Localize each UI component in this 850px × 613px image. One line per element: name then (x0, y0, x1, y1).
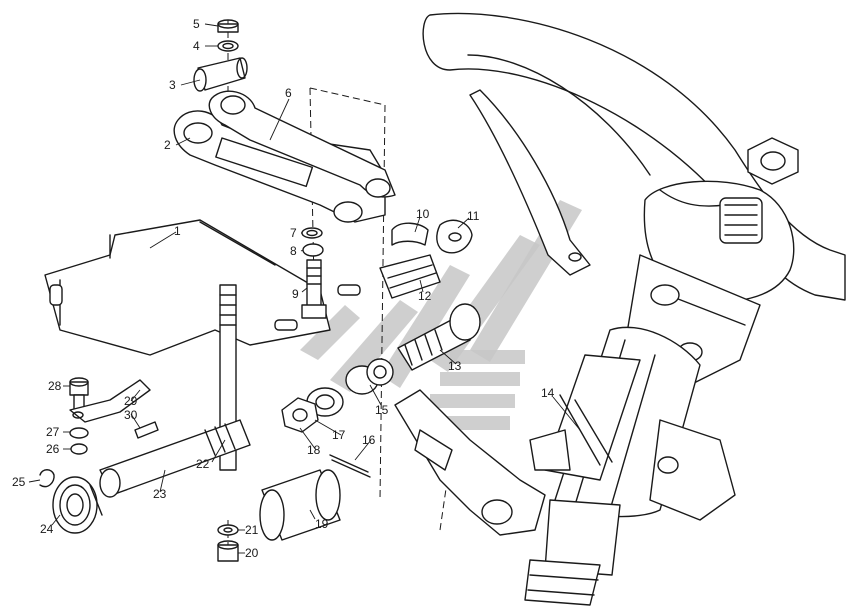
washer-4 (217, 40, 239, 52)
nut-20 (217, 540, 239, 562)
callout-19: 19 (315, 517, 329, 531)
block-12 (379, 254, 441, 299)
bushing-19 (259, 469, 341, 541)
washer-26 (70, 443, 88, 455)
steering-column (524, 254, 761, 606)
bracket-1 (44, 219, 361, 356)
washer-27 (69, 427, 89, 439)
washer-21 (217, 524, 239, 536)
key-30 (134, 421, 159, 439)
bolt-9 (301, 259, 327, 319)
pedal-lever (394, 389, 546, 536)
callout-26: 26 (46, 442, 60, 456)
callout-14: 14 (541, 386, 555, 400)
shaft-23 (99, 419, 251, 498)
pin-3 (193, 57, 248, 92)
callout-30: 30 (124, 408, 138, 422)
callout-labels: 1 2 3 4 5 6 7 8 9 10 11 12 13 14 15 16 1… (12, 17, 555, 560)
callout-29: 29 (124, 394, 138, 408)
callout-24: 24 (40, 522, 54, 536)
callout-13: 13 (448, 359, 462, 373)
washer-7 (301, 227, 323, 239)
steering-wheel (422, 12, 846, 303)
callout-6: 6 (285, 86, 292, 100)
castle-nut-18 (281, 397, 319, 433)
ring-25 (39, 469, 55, 488)
washer-8 (302, 243, 324, 257)
spring-24 (52, 476, 103, 534)
callout-2: 2 (164, 138, 171, 152)
callout-20: 20 (245, 546, 259, 560)
callout-5: 5 (193, 17, 200, 31)
callout-22: 22 (196, 457, 210, 471)
callout-27: 27 (46, 425, 60, 439)
cotter-pin-16 (329, 454, 371, 478)
callout-11: 11 (467, 209, 480, 223)
callout-10: 10 (416, 207, 430, 221)
callout-18: 18 (307, 443, 321, 457)
callout-8: 8 (290, 244, 297, 258)
callout-17: 17 (332, 428, 346, 442)
nut-5 (217, 19, 239, 33)
link-arm (173, 90, 396, 223)
callout-4: 4 (193, 39, 200, 53)
callout-25: 25 (12, 475, 26, 489)
callout-16: 16 (362, 433, 376, 447)
clip-10 (391, 222, 429, 246)
callout-12: 12 (418, 289, 432, 303)
callout-7: 7 (290, 226, 297, 240)
callout-15: 15 (375, 403, 389, 417)
clip-11 (436, 219, 473, 254)
callout-3: 3 (169, 78, 176, 92)
clamp-29 (69, 379, 151, 423)
callout-1: 1 (174, 224, 181, 238)
leader-lines (28, 23, 581, 554)
bolt-13 (397, 303, 481, 371)
callout-21: 21 (245, 523, 259, 537)
callout-9: 9 (292, 287, 299, 301)
callout-23: 23 (153, 487, 167, 501)
bolt-28 (69, 377, 89, 412)
callout-28: 28 (48, 379, 62, 393)
